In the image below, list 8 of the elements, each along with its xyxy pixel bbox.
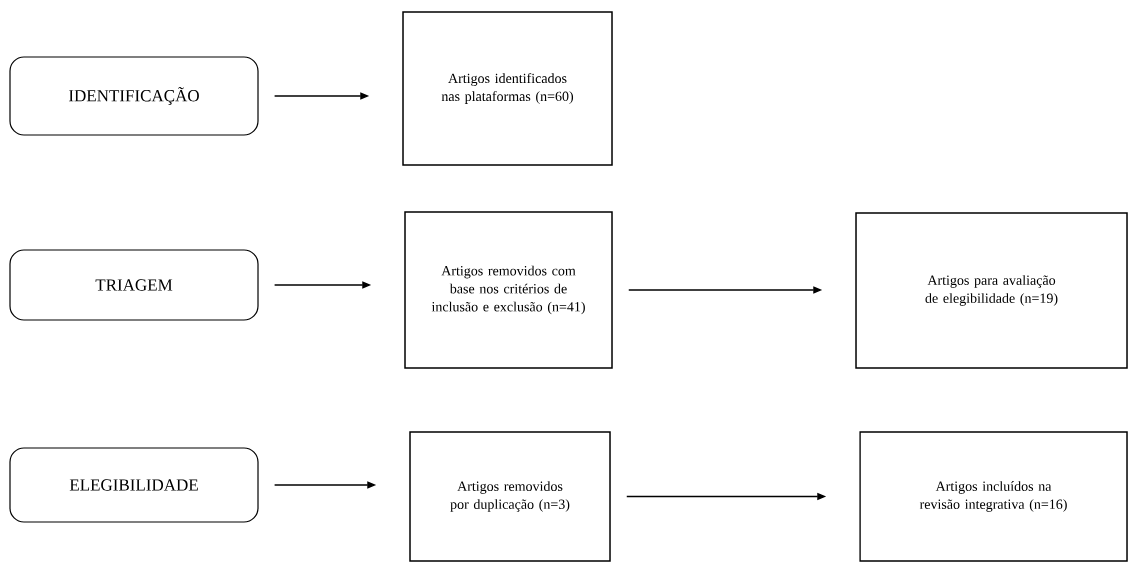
process-box: Artigos removidos por duplicação (n=3)	[409, 431, 611, 562]
process-box: Artigos incluídos na revisão integrativa (n=16)	[859, 431, 1128, 562]
stage-box: TRIAGEM	[9, 249, 259, 321]
stage-box: ELEGIBILIDADE	[9, 447, 259, 523]
process-box: Artigos removidos com base nos critérios de inclusão e exclusão (n=41)	[404, 211, 613, 369]
process-box: Artigos para avaliação de elegibilidade (n=19)	[855, 212, 1128, 369]
stage-box: IDENTIFICAÇÃO	[9, 56, 259, 136]
process-box: Artigos identificados nas plataformas (n=60)	[402, 11, 613, 166]
